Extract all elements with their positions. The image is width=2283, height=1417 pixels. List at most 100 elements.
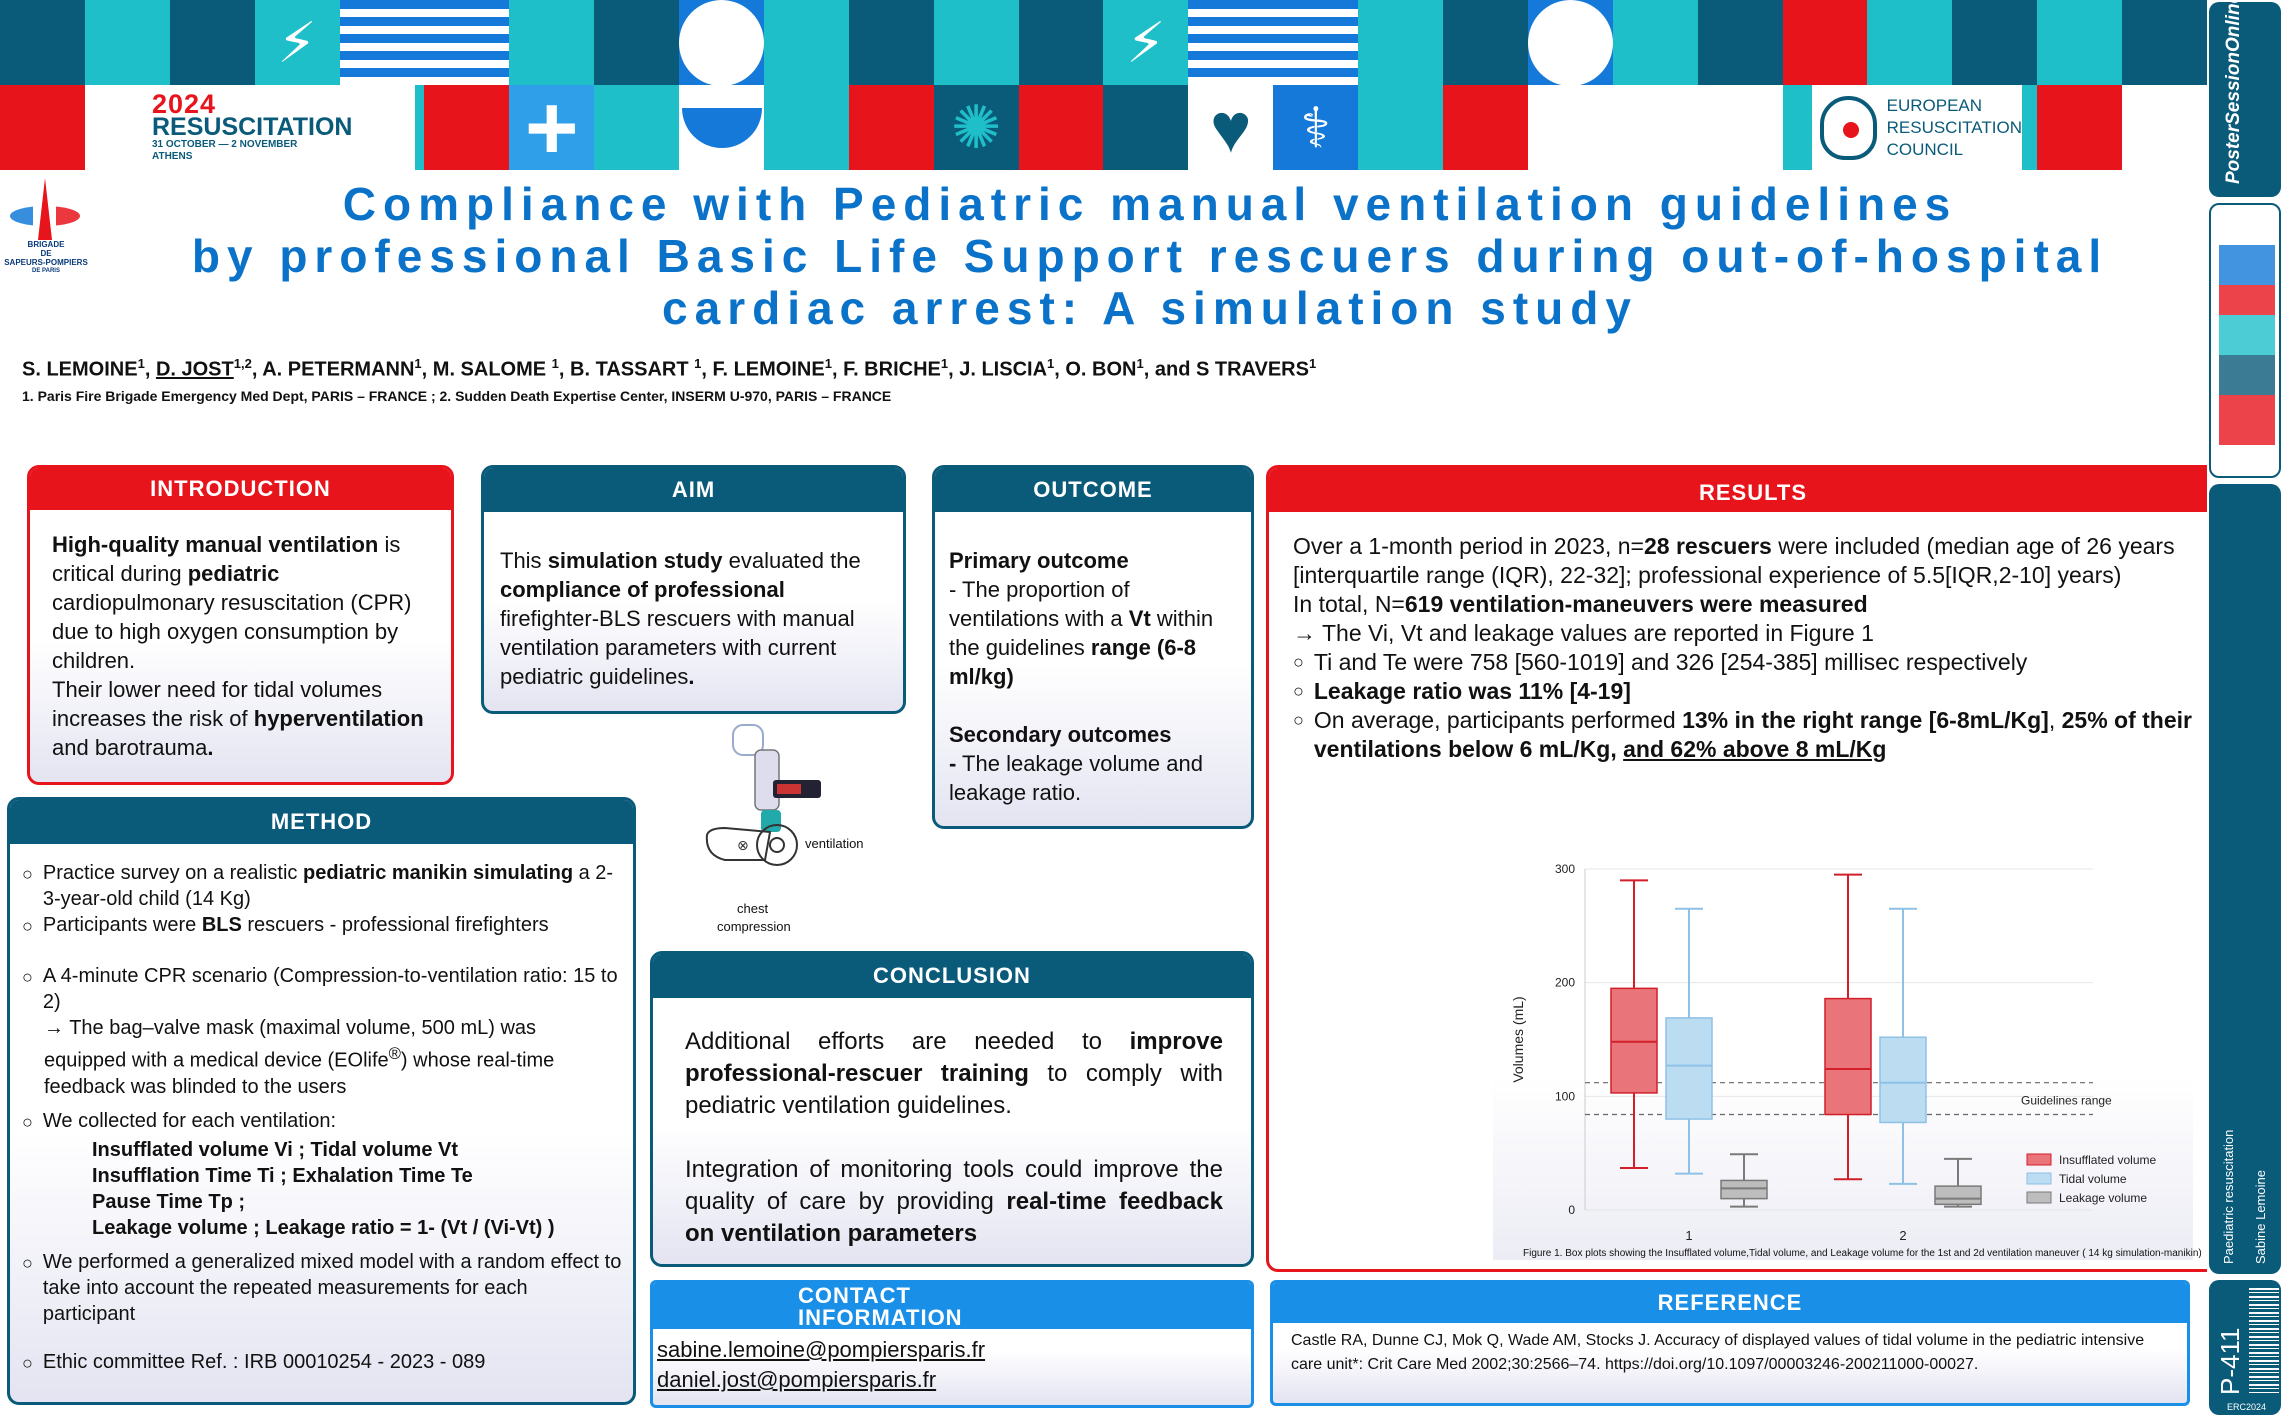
half-circle-shape: [681, 107, 762, 148]
congress-year: 2024: [152, 89, 217, 119]
legend-label: Insufflated volume: [2059, 1153, 2156, 1167]
banner-stripes: [1273, 0, 1359, 85]
compression-label: compression: [717, 919, 791, 934]
legend-swatch: [2026, 1191, 2052, 1204]
author-affil: 1: [414, 356, 422, 371]
results-bullet: ○On average, participants performed 13% …: [1293, 707, 2192, 762]
section-header: RESULTS: [1269, 468, 2237, 512]
author-affil: 1,2: [233, 356, 252, 371]
author: F. BRICHE: [843, 358, 941, 381]
y-tick-label: 0: [1568, 1203, 1575, 1217]
medical-rod-icon: ⚕: [1300, 95, 1331, 159]
banner-tile: [679, 85, 764, 170]
introduction-section: INTRODUCTION High-quality manual ventila…: [27, 465, 454, 785]
header-banner: ⚡ ⚡ + ✺ ♥: [0, 0, 2207, 170]
outcome-section: OUTCOME Primary outcome- The proportion …: [932, 465, 1254, 829]
contact-header-line: INFORMATION: [798, 1305, 963, 1330]
reference-section: REFERENCE Castle RA, Dunne CJ, Mok Q, Wa…: [1270, 1280, 2190, 1406]
email-link[interactable]: sabine.lemoine@pompiersparis.fr: [657, 1337, 986, 1362]
author: F. LEMOINE: [712, 358, 825, 381]
cross-icon: +: [524, 85, 579, 170]
results-bullet: ○Ti and Te were 758 [560-1019] and 326 […: [1293, 649, 2028, 675]
section-header: CONCLUSION: [653, 954, 1251, 998]
method-section: METHOD ○Practice survey on a realistic p…: [7, 797, 636, 1405]
banner-tile: [1782, 0, 1868, 85]
lightning-icon: ⚡: [277, 10, 317, 74]
circle-shape: [1527, 0, 1613, 85]
section-header: CONTACT INFORMATION: [653, 1283, 1251, 1329]
banner-tile: [1952, 0, 2038, 85]
author: M. SALOME: [432, 358, 552, 381]
banner-tile: [1697, 85, 1783, 170]
poster-info-panel: Paediatric resuscitation Sabine Lemoine: [2209, 484, 2281, 1274]
author: S TRAVERS: [1195, 358, 1309, 381]
banner-tile: [424, 85, 510, 170]
conclusion-paragraph-1: Additional efforts are needed to improve…: [685, 1028, 1223, 1119]
circle-shape: [679, 0, 764, 85]
results-paragraph: In total, N=619 ventilation-maneuvers we…: [1293, 591, 1868, 617]
svg-text:⊗: ⊗: [737, 837, 749, 853]
poster-id: P-411: [2215, 1327, 2245, 1395]
congress-name: RESUSCITATION: [152, 113, 353, 141]
conclusion-paragraph-2: Integration of monitoring tools could im…: [685, 1156, 1223, 1247]
banner-tile: [1103, 85, 1189, 170]
legend-swatch: [2026, 1153, 2052, 1166]
poster-thumbnail[interactable]: [2209, 203, 2281, 478]
banner-tile: ⚡: [254, 0, 340, 85]
banner-stripes: [339, 0, 425, 85]
contact-section: CONTACT INFORMATION sabine.lemoine@pompi…: [650, 1280, 1254, 1408]
author-affil: 1: [694, 356, 702, 371]
section-header: METHOD: [10, 800, 633, 844]
banner-tile: [1358, 85, 1444, 170]
banner-tile: [1358, 0, 1444, 85]
results-paragraph: → The Vi, Vt and leakage values are repo…: [1293, 620, 1874, 646]
title-line: Compliance with Pediatric manual ventila…: [342, 178, 1958, 230]
postersession-brand[interactable]: PosterSessionOnline: [2209, 0, 2281, 197]
figure-caption: Figure 1. Box plots showing the Insuffla…: [1523, 1248, 2202, 1259]
banner-tile: [933, 0, 1019, 85]
author-affil: 1: [940, 356, 949, 371]
banner-tile: [594, 0, 680, 85]
banner-tile: [0, 85, 85, 170]
email-link[interactable]: daniel.jost@pompiersparis.fr: [657, 1367, 937, 1392]
author: O. BON: [1065, 358, 1137, 381]
box: [1665, 1017, 1713, 1120]
barcode-icon: [2249, 1288, 2279, 1393]
guidelines-label: Guidelines range: [2021, 1094, 2112, 1108]
aim-section: AIM This simulation study evaluated the …: [481, 465, 906, 714]
brigade-line: BRIGADE: [27, 240, 65, 249]
method-item: ○ A 4-minute CPR scenario (Compression-t…: [22, 965, 618, 1013]
author: A. PETERMANN: [262, 358, 415, 381]
banner-tile: [2037, 0, 2123, 85]
banner-tile: [1612, 85, 1698, 170]
banner-stripes: [1188, 0, 1274, 85]
eiffel-tower-icon: [10, 178, 80, 240]
banner-tile: [1018, 0, 1104, 85]
banner-tile: [509, 0, 595, 85]
banner-tile: [848, 85, 934, 170]
author-affil: 1: [1136, 356, 1144, 371]
banner-tile: [1612, 0, 1698, 85]
banner-tile: [1697, 0, 1783, 85]
author-label: Sabine Lemoine: [2253, 1170, 2268, 1264]
section-header: OUTCOME: [935, 468, 1251, 512]
legend-swatch: [2026, 1172, 2052, 1185]
banner-stripes: [424, 0, 510, 85]
section-header: AIM: [484, 468, 903, 512]
box: [1934, 1185, 1982, 1206]
brigade-line: DE PARIS: [32, 268, 60, 274]
y-tick-label: 300: [1555, 862, 1575, 876]
section-header: INTRODUCTION: [30, 468, 451, 510]
manikin-illustration: ⊗ ventilation chest compression: [705, 724, 864, 934]
resuscitation-2024-logo: 2024 RESUSCITATION 31 OCTOBER — 2 NOVEMB…: [140, 85, 415, 170]
method-item: ○Ethic committee Ref. : IRB 00010254 - 2…: [22, 1350, 486, 1373]
title-line: by professional Basic Life Support rescu…: [191, 230, 2109, 282]
method-subitem: → The bag–valve mask (maximal volume, 50…: [44, 1017, 555, 1098]
banner-tile: [763, 0, 849, 85]
lungs-icon: [1820, 95, 1877, 160]
affiliations: 1. Paris Fire Brigade Emergency Med Dept…: [22, 388, 892, 404]
congress-dates: 31 OCTOBER — 2 NOVEMBER: [152, 139, 298, 150]
